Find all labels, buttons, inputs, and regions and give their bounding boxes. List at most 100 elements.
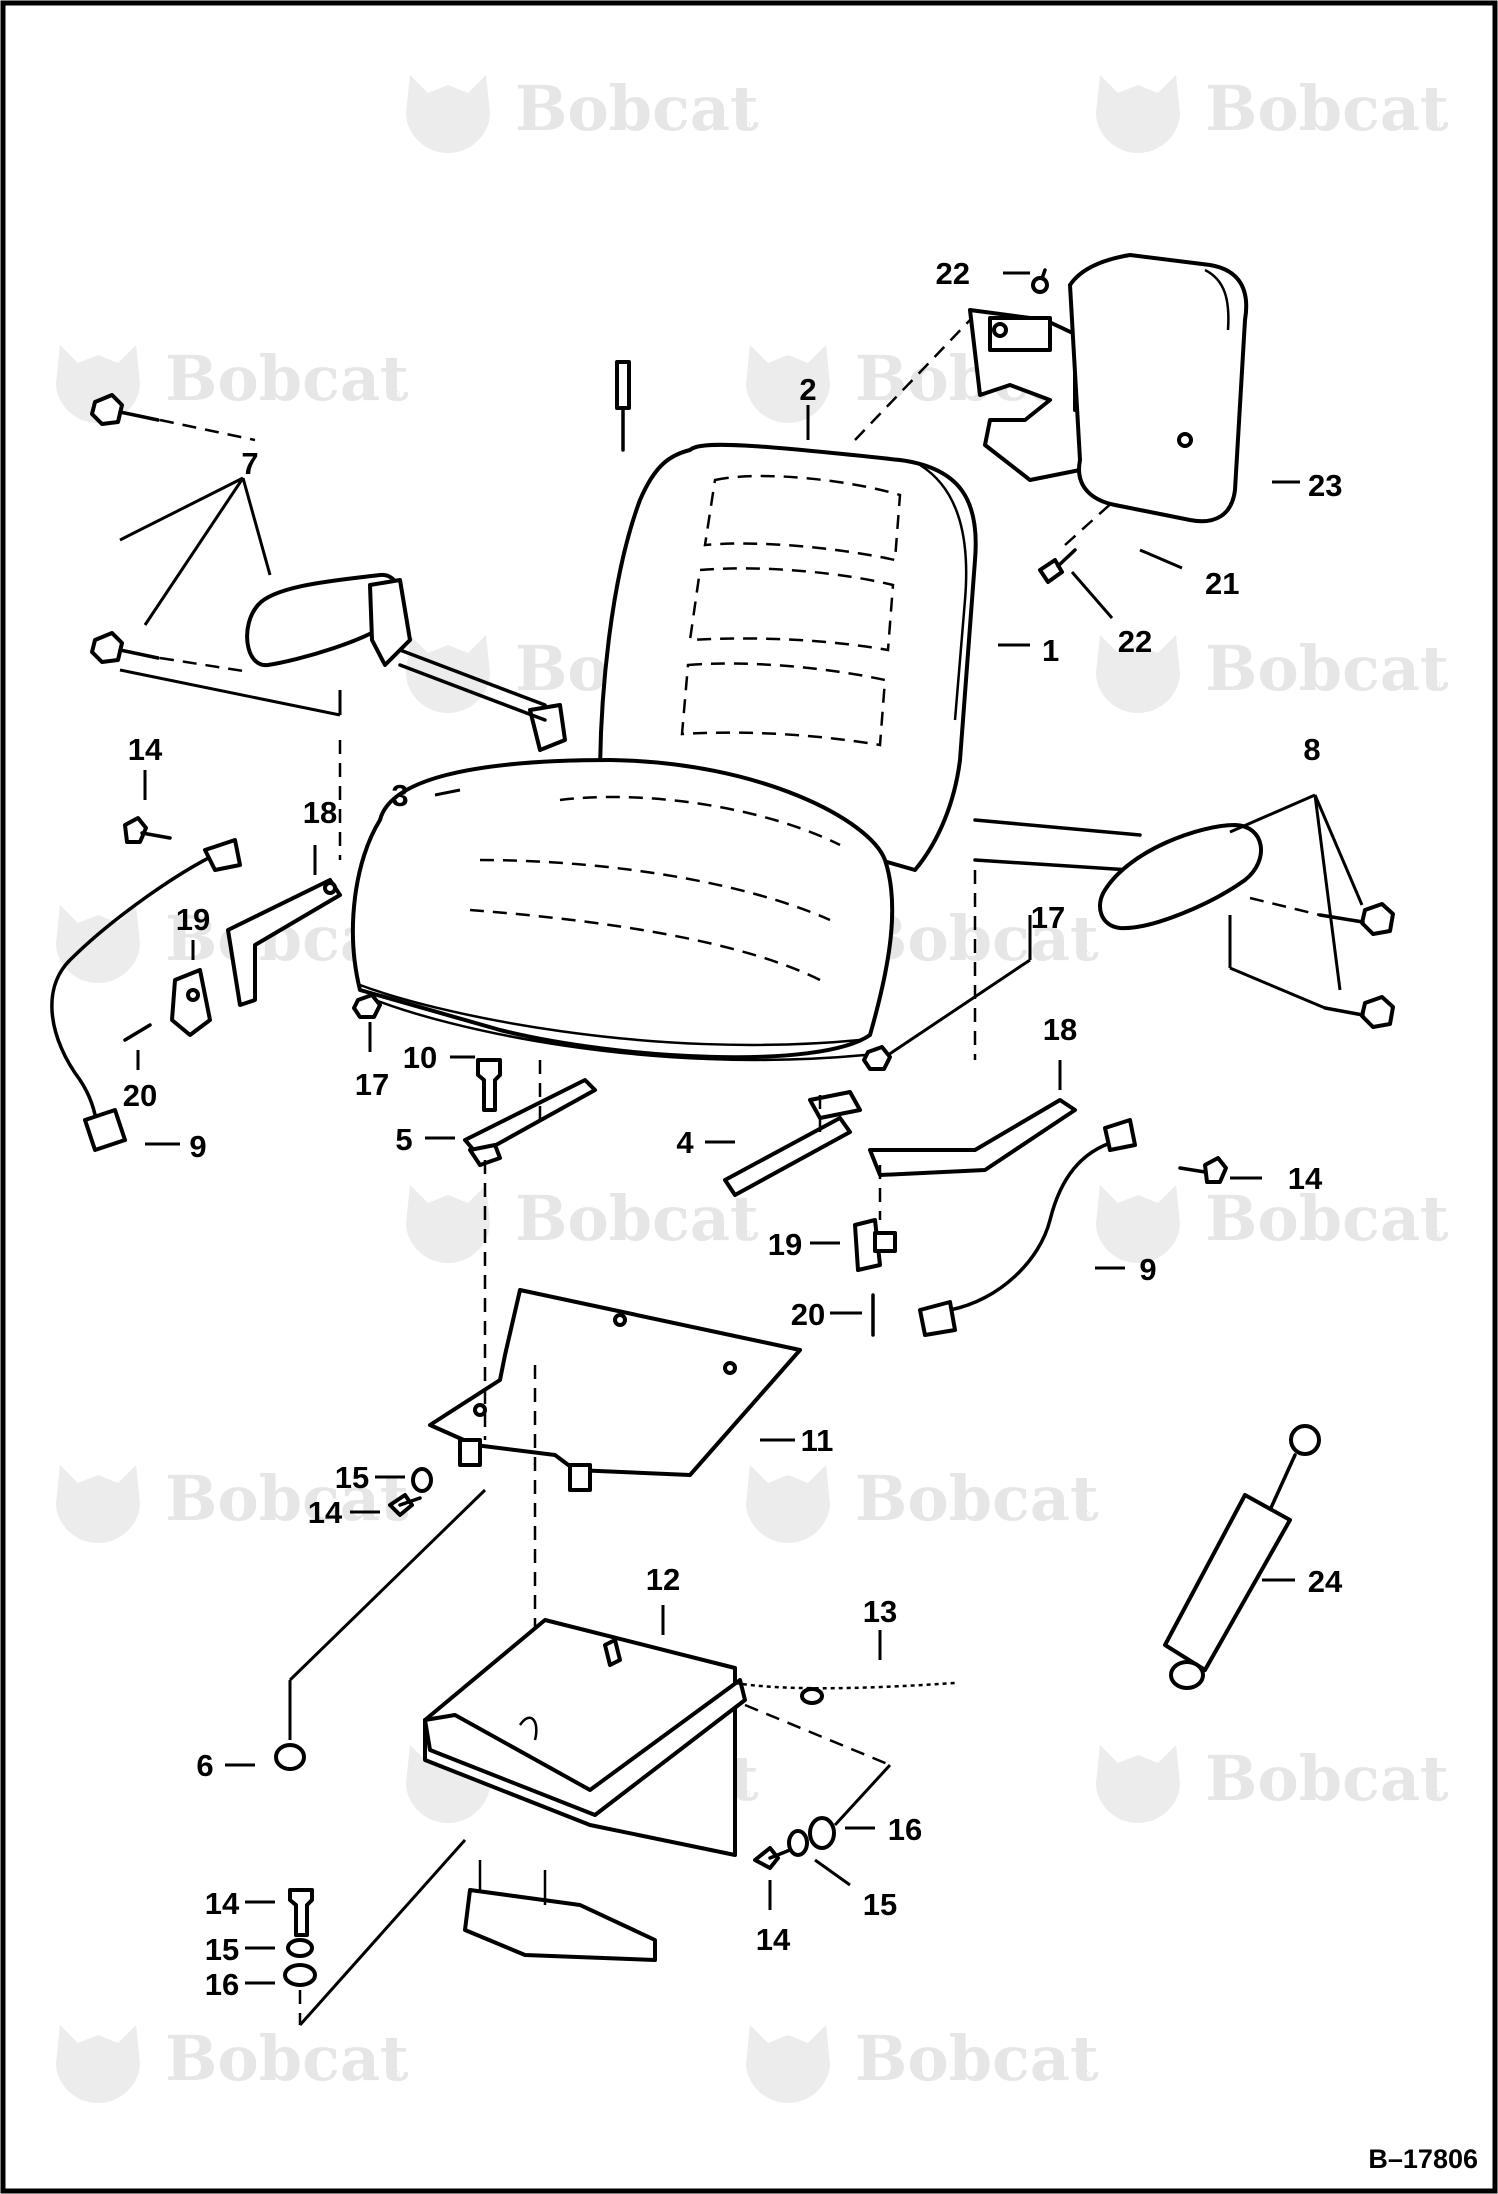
callout-17-left: 17 — [355, 1067, 389, 1102]
callout-18-right: 18 — [1043, 1012, 1077, 1047]
watermark-text: Bobcat — [1205, 632, 1449, 705]
bobcat-logo-icon — [406, 1185, 490, 1263]
bobcat-logo-icon — [1096, 635, 1180, 713]
callout-22-top: 22 — [936, 256, 970, 291]
bobcat-watermark: Bobcat® — [56, 342, 409, 423]
bobcat-logo-icon — [406, 75, 490, 153]
watermark-text: Bobcat — [165, 2022, 409, 2095]
bobcat-logo-icon — [746, 1465, 830, 1543]
right-armrest-bolt-upper — [1318, 902, 1395, 936]
seat-pan — [423, 1618, 891, 1857]
right-seat-bracket — [868, 1098, 1077, 1177]
left-bolt-14 — [123, 816, 172, 844]
armrest-bolt-lower — [90, 631, 160, 664]
watermark-text: Bobcat — [1205, 72, 1449, 145]
watermark-registered-mark: ® — [1430, 677, 1441, 693]
bobcat-watermark: Bobcat® — [406, 1182, 759, 1263]
callout-6: 6 — [196, 1748, 213, 1783]
leader-8-b — [1313, 794, 1364, 906]
watermark-registered-mark: ® — [740, 1787, 751, 1803]
bobcat-logo-icon — [746, 345, 830, 423]
callout-22-bottom: 22 — [1118, 624, 1152, 659]
leader-3 — [434, 788, 461, 797]
bobcat-watermark: Bobcat® — [406, 72, 759, 153]
leader-21 — [1139, 548, 1183, 570]
leader-22-b — [1070, 571, 1114, 619]
callout-19-right: 19 — [768, 1227, 802, 1262]
watermark-text: Bobcat — [515, 1182, 759, 1255]
watermark-registered-mark: ® — [390, 2067, 401, 2083]
callout-14-pan-right: 14 — [756, 1922, 791, 1957]
bolt-14-plate — [388, 1493, 422, 1517]
watermark-text: Bobcat — [1205, 1742, 1449, 1815]
washer-16-pan-left — [283, 1963, 317, 1987]
callout-14-right: 14 — [1288, 1161, 1323, 1196]
callout-9-right: 9 — [1139, 1252, 1156, 1287]
bobcat-watermark: Bobcat® — [1096, 1742, 1449, 1823]
watermark-text: Bobcat — [855, 2022, 1099, 2095]
bobcat-logo-icon — [1096, 1185, 1180, 1263]
seat-slide-rail-left — [463, 1078, 597, 1167]
bobcat-logo-icon — [1096, 75, 1180, 153]
gas-spring — [1163, 1424, 1321, 1690]
bobcat-logo-icon — [1096, 1745, 1180, 1823]
callout-13: 13 — [863, 1594, 897, 1629]
bolt-10 — [476, 1058, 502, 1112]
callout-1: 1 — [1042, 633, 1059, 668]
callout-20-left: 20 — [123, 1078, 157, 1113]
right-nut-17 — [862, 1045, 892, 1071]
left-screw-20 — [123, 1023, 152, 1042]
callout-20-right: 20 — [791, 1297, 825, 1332]
seat-mounting-plate — [428, 1288, 802, 1492]
right-armrest — [973, 818, 1395, 1029]
watermark-text: Bobcat — [165, 342, 409, 415]
watermark-registered-mark: ® — [1080, 1507, 1091, 1523]
bobcat-watermark: Bobcat® — [746, 1462, 1099, 1543]
bobcat-logo-icon — [56, 1465, 140, 1543]
right-belt-retainer — [853, 1218, 897, 1272]
reference-code: B–17806 — [1368, 2144, 1478, 2174]
seat-backrest — [598, 360, 978, 872]
leader-8-c — [1313, 794, 1342, 991]
leader-7-c — [241, 477, 272, 576]
bolt-14-pan-left — [288, 1888, 314, 1937]
callout-3: 3 — [391, 778, 408, 813]
watermark-text: Bobcat — [855, 902, 1099, 975]
plug-6 — [274, 1743, 306, 1771]
left-nut-17 — [352, 993, 382, 1019]
leader-17-b — [887, 958, 1031, 1057]
bobcat-logo-icon — [746, 2025, 830, 2103]
lanyard-13 — [734, 1681, 956, 1705]
left-seat-bracket — [226, 878, 342, 1007]
bolt-14-pan-right — [753, 1846, 792, 1870]
callout-14-plate: 14 — [308, 1495, 343, 1530]
watermark-registered-mark: ® — [390, 1507, 401, 1523]
watermark-registered-mark: ® — [1430, 117, 1441, 133]
seat-slide-rail-right — [723, 1090, 862, 1197]
watermark-registered-mark: ® — [1080, 947, 1091, 963]
callout-17-right: 17 — [1031, 900, 1065, 935]
leader-8-a — [1229, 793, 1316, 834]
callout-12: 12 — [646, 1562, 680, 1597]
washer-16-pan-right — [808, 1816, 836, 1850]
callout-4: 4 — [676, 1125, 694, 1160]
seat-pan-mount — [463, 1860, 657, 1962]
callout-24: 24 — [1308, 1564, 1343, 1599]
watermark-registered-mark: ® — [740, 117, 751, 133]
callout-23: 23 — [1308, 468, 1342, 503]
seat-cushion — [351, 703, 895, 1062]
callout-16-pan-left: 16 — [205, 1967, 239, 2002]
callout-labels: 7 2 22 23 21 22 1 8 14 18 3 19 20 9 17 1… — [119, 256, 1478, 2174]
callout-14-pan-left: 14 — [205, 1886, 240, 1921]
left-armrest — [90, 393, 547, 722]
callout-18-left: 18 — [303, 795, 337, 830]
watermark-registered-mark: ® — [1080, 2067, 1091, 2083]
watermark-text: Bobcat — [515, 72, 759, 145]
leader-15-b — [814, 1858, 851, 1887]
callout-19-left: 19 — [176, 902, 210, 937]
callout-15-right: 15 — [863, 1887, 897, 1922]
left-belt-retainer — [170, 968, 212, 1037]
bobcat-watermark: Bobcat® — [56, 2022, 409, 2103]
headrest-screw-upper — [1031, 268, 1049, 294]
